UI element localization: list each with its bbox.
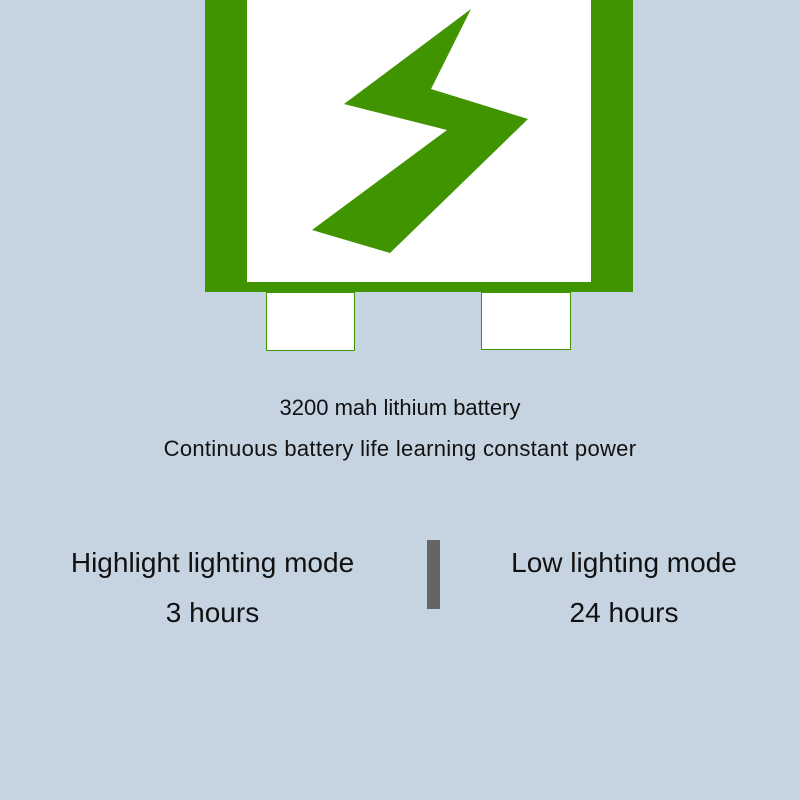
battery-right-wall — [591, 0, 633, 292]
battery-terminal — [266, 292, 355, 351]
lightning-bolt-icon — [312, 9, 528, 253]
mode-label-high: Highlight lighting mode — [70, 547, 355, 578]
mode-duration-low: 24 hours — [569, 597, 679, 628]
battery-left-wall — [205, 0, 247, 292]
battery-lightning-icon — [205, 0, 633, 351]
battery-tagline: Continuous battery life learning constan… — [163, 436, 637, 461]
battery-bottom — [205, 282, 633, 292]
battery-capacity: 3200 mah lithium battery — [279, 395, 521, 420]
mode-label-low: Low lighting mode — [511, 547, 737, 578]
battery-terminal — [481, 292, 571, 350]
mode-duration-high: 3 hours — [165, 597, 260, 628]
divider — [427, 540, 440, 609]
